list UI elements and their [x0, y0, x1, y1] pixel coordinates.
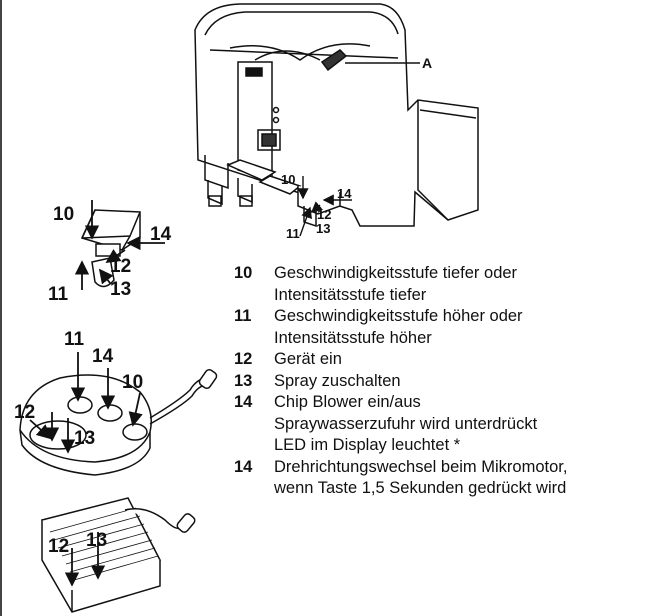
unit-label-13: 13	[316, 221, 330, 236]
legend-number: 13	[234, 371, 253, 390]
hand-switch-callouts	[74, 200, 165, 290]
hand-label-14: 14	[150, 224, 172, 245]
hand-label-13: 13	[110, 279, 131, 300]
legend-text: Intensitätsstufe höher	[274, 328, 432, 347]
unit-label-12: 12	[317, 207, 331, 222]
round-label-14: 14	[92, 346, 114, 367]
unit-label-11: 11	[286, 226, 300, 241]
control-unit-drawing	[194, 3, 479, 228]
legend-number: 12	[234, 350, 253, 368]
round-arrow-10	[128, 392, 143, 427]
legend-text: Gerät ein	[274, 350, 342, 368]
frame-border	[0, 0, 2, 616]
round-label-10: 10	[122, 372, 143, 393]
round-foot-callouts	[29, 352, 143, 454]
legend-number: 14	[234, 457, 253, 476]
callout-12-arrow	[310, 201, 324, 213]
hand-label-11: 11	[48, 284, 69, 305]
square-label-12: 12	[48, 536, 69, 557]
label-a: A	[422, 55, 432, 71]
legend-text: LED im Display leuchtet *	[274, 436, 461, 454]
legend-item: 12 Gerät ein	[234, 349, 664, 371]
legend-number: 14	[234, 393, 253, 411]
unit-callouts	[297, 62, 420, 237]
round-foot-control-drawing	[19, 369, 218, 476]
legend-item: 14 Drehrichtungswechsel beim Mikromotor, w…	[234, 457, 664, 500]
legend-text: Spraywasserzufuhr wird unterdrückt	[274, 414, 538, 433]
square-pedal-callouts	[64, 532, 106, 587]
legend-text: Chip Blower ein/aus	[274, 393, 421, 411]
hand-arrow-12	[105, 249, 126, 263]
legend-text: Spray zuschalten	[274, 371, 401, 390]
callout-11-arrow	[299, 206, 312, 237]
hand-label-12: 12	[110, 256, 131, 277]
hand-label-10: 10	[53, 204, 74, 225]
legend-text: wenn Taste 1,5 Sekunden gedrückt wird	[274, 479, 567, 497]
unit-label-14: 14	[337, 186, 352, 201]
legend-text: Intensitätsstufe tiefer	[274, 285, 427, 304]
round-label-12: 12	[14, 402, 35, 423]
legend-item: 13 Spray zuschalten	[234, 371, 664, 393]
hand-arrow-13	[98, 268, 114, 285]
round-label-13: 13	[74, 428, 95, 449]
legend-number: 10	[234, 264, 253, 282]
legend-text: Drehrichtungswechsel beim Mikromotor,	[274, 457, 568, 476]
unit-label-10: 10	[281, 172, 295, 187]
legend-text: Geschwindigkeitsstufe höher oder	[274, 307, 523, 325]
square-label-13: 13	[86, 530, 107, 551]
legend-number: 11	[234, 307, 252, 325]
legend-text: Geschwindigkeitsstufe tiefer oder	[274, 264, 518, 282]
square-foot-pedal-drawing	[40, 497, 196, 613]
round-label-11: 11	[64, 329, 85, 350]
